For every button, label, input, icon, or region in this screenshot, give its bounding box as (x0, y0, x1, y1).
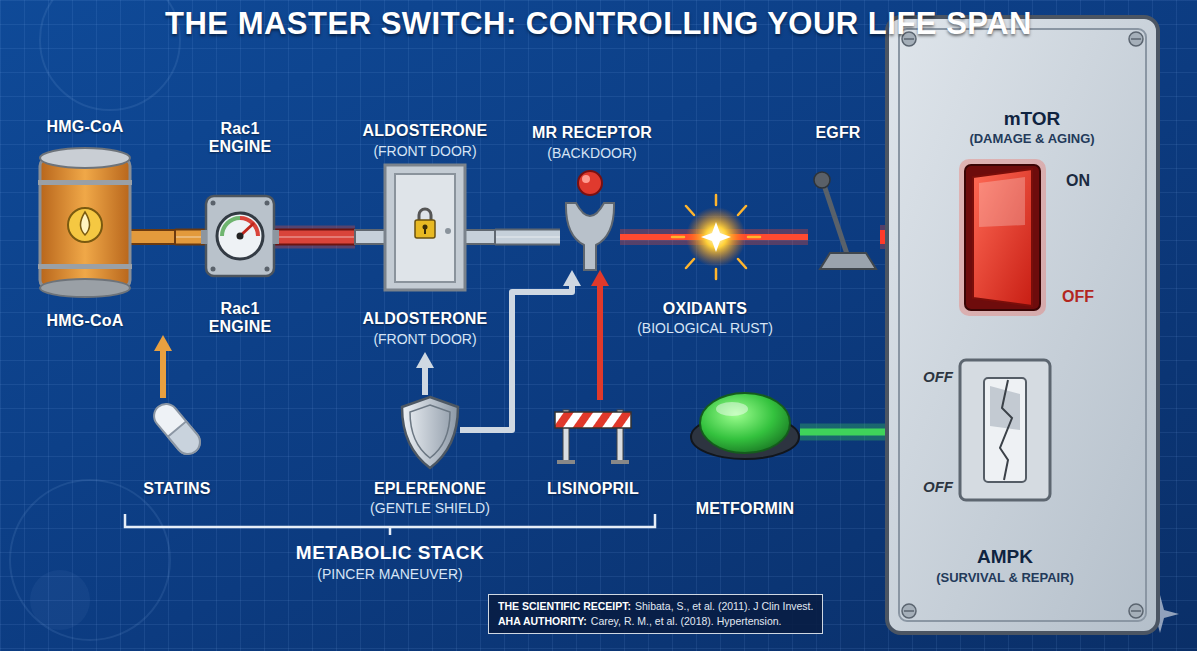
node-label: HMG-CoA (47, 312, 124, 330)
engine-gauge-shape (205, 195, 275, 277)
node-label: LISINOPRIL (547, 480, 639, 498)
reference-heading: AHA AUTHORITY: (498, 615, 587, 627)
reference-line: AHA AUTHORITY: Carey, R. M., et al. (2018… (498, 614, 813, 629)
ampk-switch: OFFOFFAMPK(SURVIVAL & REPAIR) (960, 360, 1050, 500)
node-label: AMPK (977, 546, 1033, 568)
connector (154, 335, 172, 398)
mr-receptor-shape (560, 165, 620, 270)
connector (495, 237, 560, 238)
eplerenone-shield-shape (400, 395, 460, 470)
connector (175, 237, 205, 238)
node-label: (BACKDOOR) (547, 145, 636, 161)
node-label: (GENTLE SHIELD) (370, 500, 490, 516)
connector (275, 237, 355, 238)
connector (460, 270, 581, 430)
reference-heading: THE SCIENTIFIC RECEIPT: (498, 600, 631, 612)
connector (620, 237, 808, 238)
free-label: METABOLIC STACK (296, 542, 484, 564)
node-label: HMG-CoA (47, 118, 124, 136)
front-door: ALDOSTERONE(FRONT DOOR)ALDOSTERONE(FRONT… (355, 165, 495, 352)
node-label: (FRONT DOOR) (373, 331, 476, 347)
eplerenone-shield: EPLERENONE(GENTLE SHIELD) (400, 395, 460, 470)
egfr-lever: EGFR (808, 165, 880, 270)
metformin-button-shape (690, 385, 800, 460)
mr-receptor: MR RECEPTOR(BACKDOOR) (560, 165, 620, 270)
node-label: EGFR (815, 124, 860, 142)
storage-tank-shape (35, 140, 175, 335)
connector (591, 270, 609, 400)
reference-box: THE SCIENTIFIC RECEIPT: Shibata, S., et a… (488, 594, 823, 634)
node-label: OFF (923, 478, 953, 495)
switch-panel: mTOR(DAMAGE & AGING)ONOFFOFFOFFAMPK(SURV… (885, 15, 1160, 635)
reference-line: THE SCIENTIFIC RECEIPT: Shibata, S., et a… (498, 599, 813, 614)
node-label: STATINS (143, 480, 210, 498)
mtor-switch: ONOFF (965, 165, 1040, 310)
free-label: (PINCER MANEUVER) (317, 566, 462, 582)
node-label: OFF (1062, 288, 1094, 306)
storage-tank: HMG-CoAHMG-CoA (35, 140, 175, 335)
node-label: ALDOSTERONE (363, 310, 488, 328)
node-label: Rac1 ENGINE (199, 120, 281, 157)
diagram-title: THE MASTER SWITCH: CONTROLLING YOUR LIFE… (0, 6, 1197, 42)
statin-pill-shape (152, 398, 202, 460)
reference-text: Carey, R. M., et al. (2018). Hypertensio… (591, 615, 782, 627)
mtor-switch-shape (965, 165, 1040, 310)
metformin-button: METFORMIN (690, 385, 800, 460)
node-label: OFF (923, 368, 953, 385)
statin-pill: STATINS (152, 398, 202, 460)
node-label: (DAMAGE & AGING) (969, 132, 1094, 147)
node-label: mTOR (1004, 108, 1061, 130)
node-label: Rac1 ENGINE (199, 300, 281, 337)
lisinopril-barrier: LISINOPRIL (553, 400, 633, 465)
ampk-switch-shape (960, 360, 1050, 500)
free-label: OXIDANTS (663, 300, 747, 318)
engine-gauge: Rac1 ENGINERac1 ENGINE (205, 195, 275, 277)
egfr-lever-shape (808, 165, 880, 270)
node-label: EPLERENONE (374, 480, 486, 498)
reference-text: Shibata, S., et al. (2011). J Clin Inves… (635, 600, 813, 612)
node-label: ON (1066, 172, 1090, 190)
connector (416, 352, 434, 395)
free-label: (BIOLOGICAL RUST) (637, 320, 773, 336)
node-label: MR RECEPTOR (532, 124, 652, 142)
node-label: (FRONT DOOR) (373, 143, 476, 159)
node-label: METFORMIN (696, 500, 795, 518)
lisinopril-barrier-shape (553, 400, 633, 465)
node-label: ALDOSTERONE (363, 122, 488, 140)
node-label: (SURVIVAL & REPAIR) (936, 571, 1074, 586)
